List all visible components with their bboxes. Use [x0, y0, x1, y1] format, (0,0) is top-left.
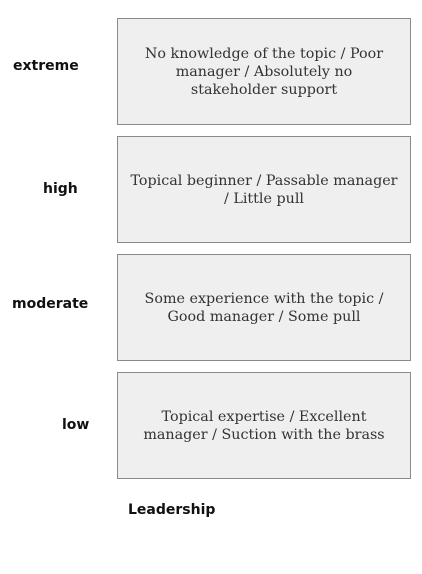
- level-box-moderate: Some experience with the topic / Good ma…: [117, 254, 411, 361]
- axis-label-leadership: Leadership: [128, 502, 216, 518]
- level-box-high: Topical beginner / Passable manager / Li…: [117, 136, 411, 243]
- level-label-extreme: extreme: [13, 58, 79, 74]
- level-label-low: low: [62, 417, 90, 433]
- level-description-low: Topical expertise / Excellent manager / …: [143, 408, 385, 443]
- level-box-extreme: No knowledge of the topic / Poor manager…: [117, 18, 411, 125]
- level-description-extreme: No knowledge of the topic / Poor manager…: [144, 45, 384, 98]
- level-description-high: Topical beginner / Passable manager / Li…: [130, 172, 398, 207]
- level-description-moderate: Some experience with the topic / Good ma…: [144, 290, 384, 325]
- level-label-moderate: moderate: [12, 296, 89, 312]
- level-label-high: high: [43, 181, 78, 197]
- level-box-low: Topical expertise / Excellent manager / …: [117, 372, 411, 479]
